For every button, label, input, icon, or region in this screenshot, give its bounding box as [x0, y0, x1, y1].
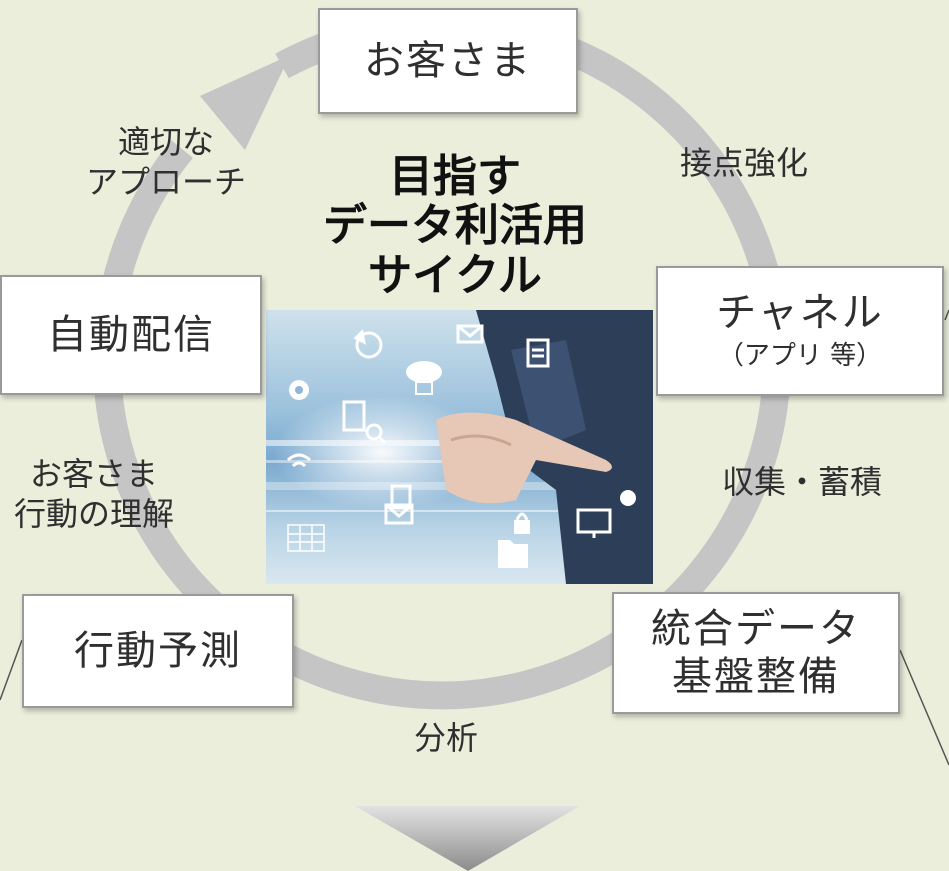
connector-line-right-upper: [944, 309, 949, 321]
center-title-line-3: サイクル: [368, 249, 542, 301]
node-auto-delivery: 自動配信: [0, 275, 262, 395]
node-channel: チャネル （アプリ 等）: [656, 266, 944, 396]
edge-label-understand-line-1: お客さま: [30, 455, 159, 493]
chat-bubble-icon: [620, 490, 636, 506]
node-integrated-line-1: 統合データ: [651, 606, 861, 652]
edge-label-understand: お客さま 行動の理解: [14, 454, 174, 534]
cycle-arrowhead: [200, 55, 290, 150]
document-icon: [526, 338, 550, 368]
wifi-icon: [286, 453, 312, 468]
edge-label-approach-line-2: アプローチ: [86, 163, 247, 201]
edge-label-touchpoint: 接点強化: [680, 144, 809, 182]
lock-icon: [514, 512, 530, 534]
node-customer-label: お客さま: [364, 38, 532, 84]
cloud-download-icon: [406, 361, 442, 395]
center-title: 目指す データ利活用 サイクル: [285, 152, 625, 300]
folder-icon: [498, 540, 528, 568]
edge-label-analysis: 分析: [414, 719, 479, 757]
search-device-icon: [342, 400, 387, 445]
edge-label-approach-line-1: 適切な: [118, 123, 215, 161]
node-behavior-prediction: 行動予測: [22, 594, 294, 708]
down-arrow: [355, 806, 580, 871]
node-channel-label: チャネル: [716, 290, 884, 337]
mail-icon-small: [384, 484, 414, 525]
edge-label-collect: 収集・蓄積: [722, 463, 883, 501]
grid-icon: [287, 524, 325, 552]
center-illustration: [266, 310, 653, 584]
node-delivery-label: 自動配信: [47, 312, 215, 358]
node-integrated-data-platform: 統合データ 基盤整備: [612, 592, 900, 714]
monitor-icon: [576, 508, 612, 538]
center-title-line-2: データ利活用: [323, 200, 587, 252]
gear-icon: [289, 380, 309, 400]
node-integrated-line-2: 基盤整備: [672, 654, 840, 700]
node-prediction-label: 行動予測: [74, 628, 242, 674]
center-title-line-1: 目指す: [389, 151, 521, 202]
refresh-icon: [353, 328, 383, 359]
node-customer: お客さま: [318, 8, 578, 114]
edge-label-understand-line-2: 行動の理解: [14, 495, 175, 533]
connector-line-left: [0, 639, 23, 701]
node-channel-sublabel: （アプリ 等）: [717, 341, 883, 372]
connector-line-right-lower: [899, 649, 949, 766]
mail-icon: [456, 324, 484, 344]
hand-pointing-icon: [436, 412, 612, 504]
edge-label-approach: 適切な アプローチ: [86, 122, 246, 202]
